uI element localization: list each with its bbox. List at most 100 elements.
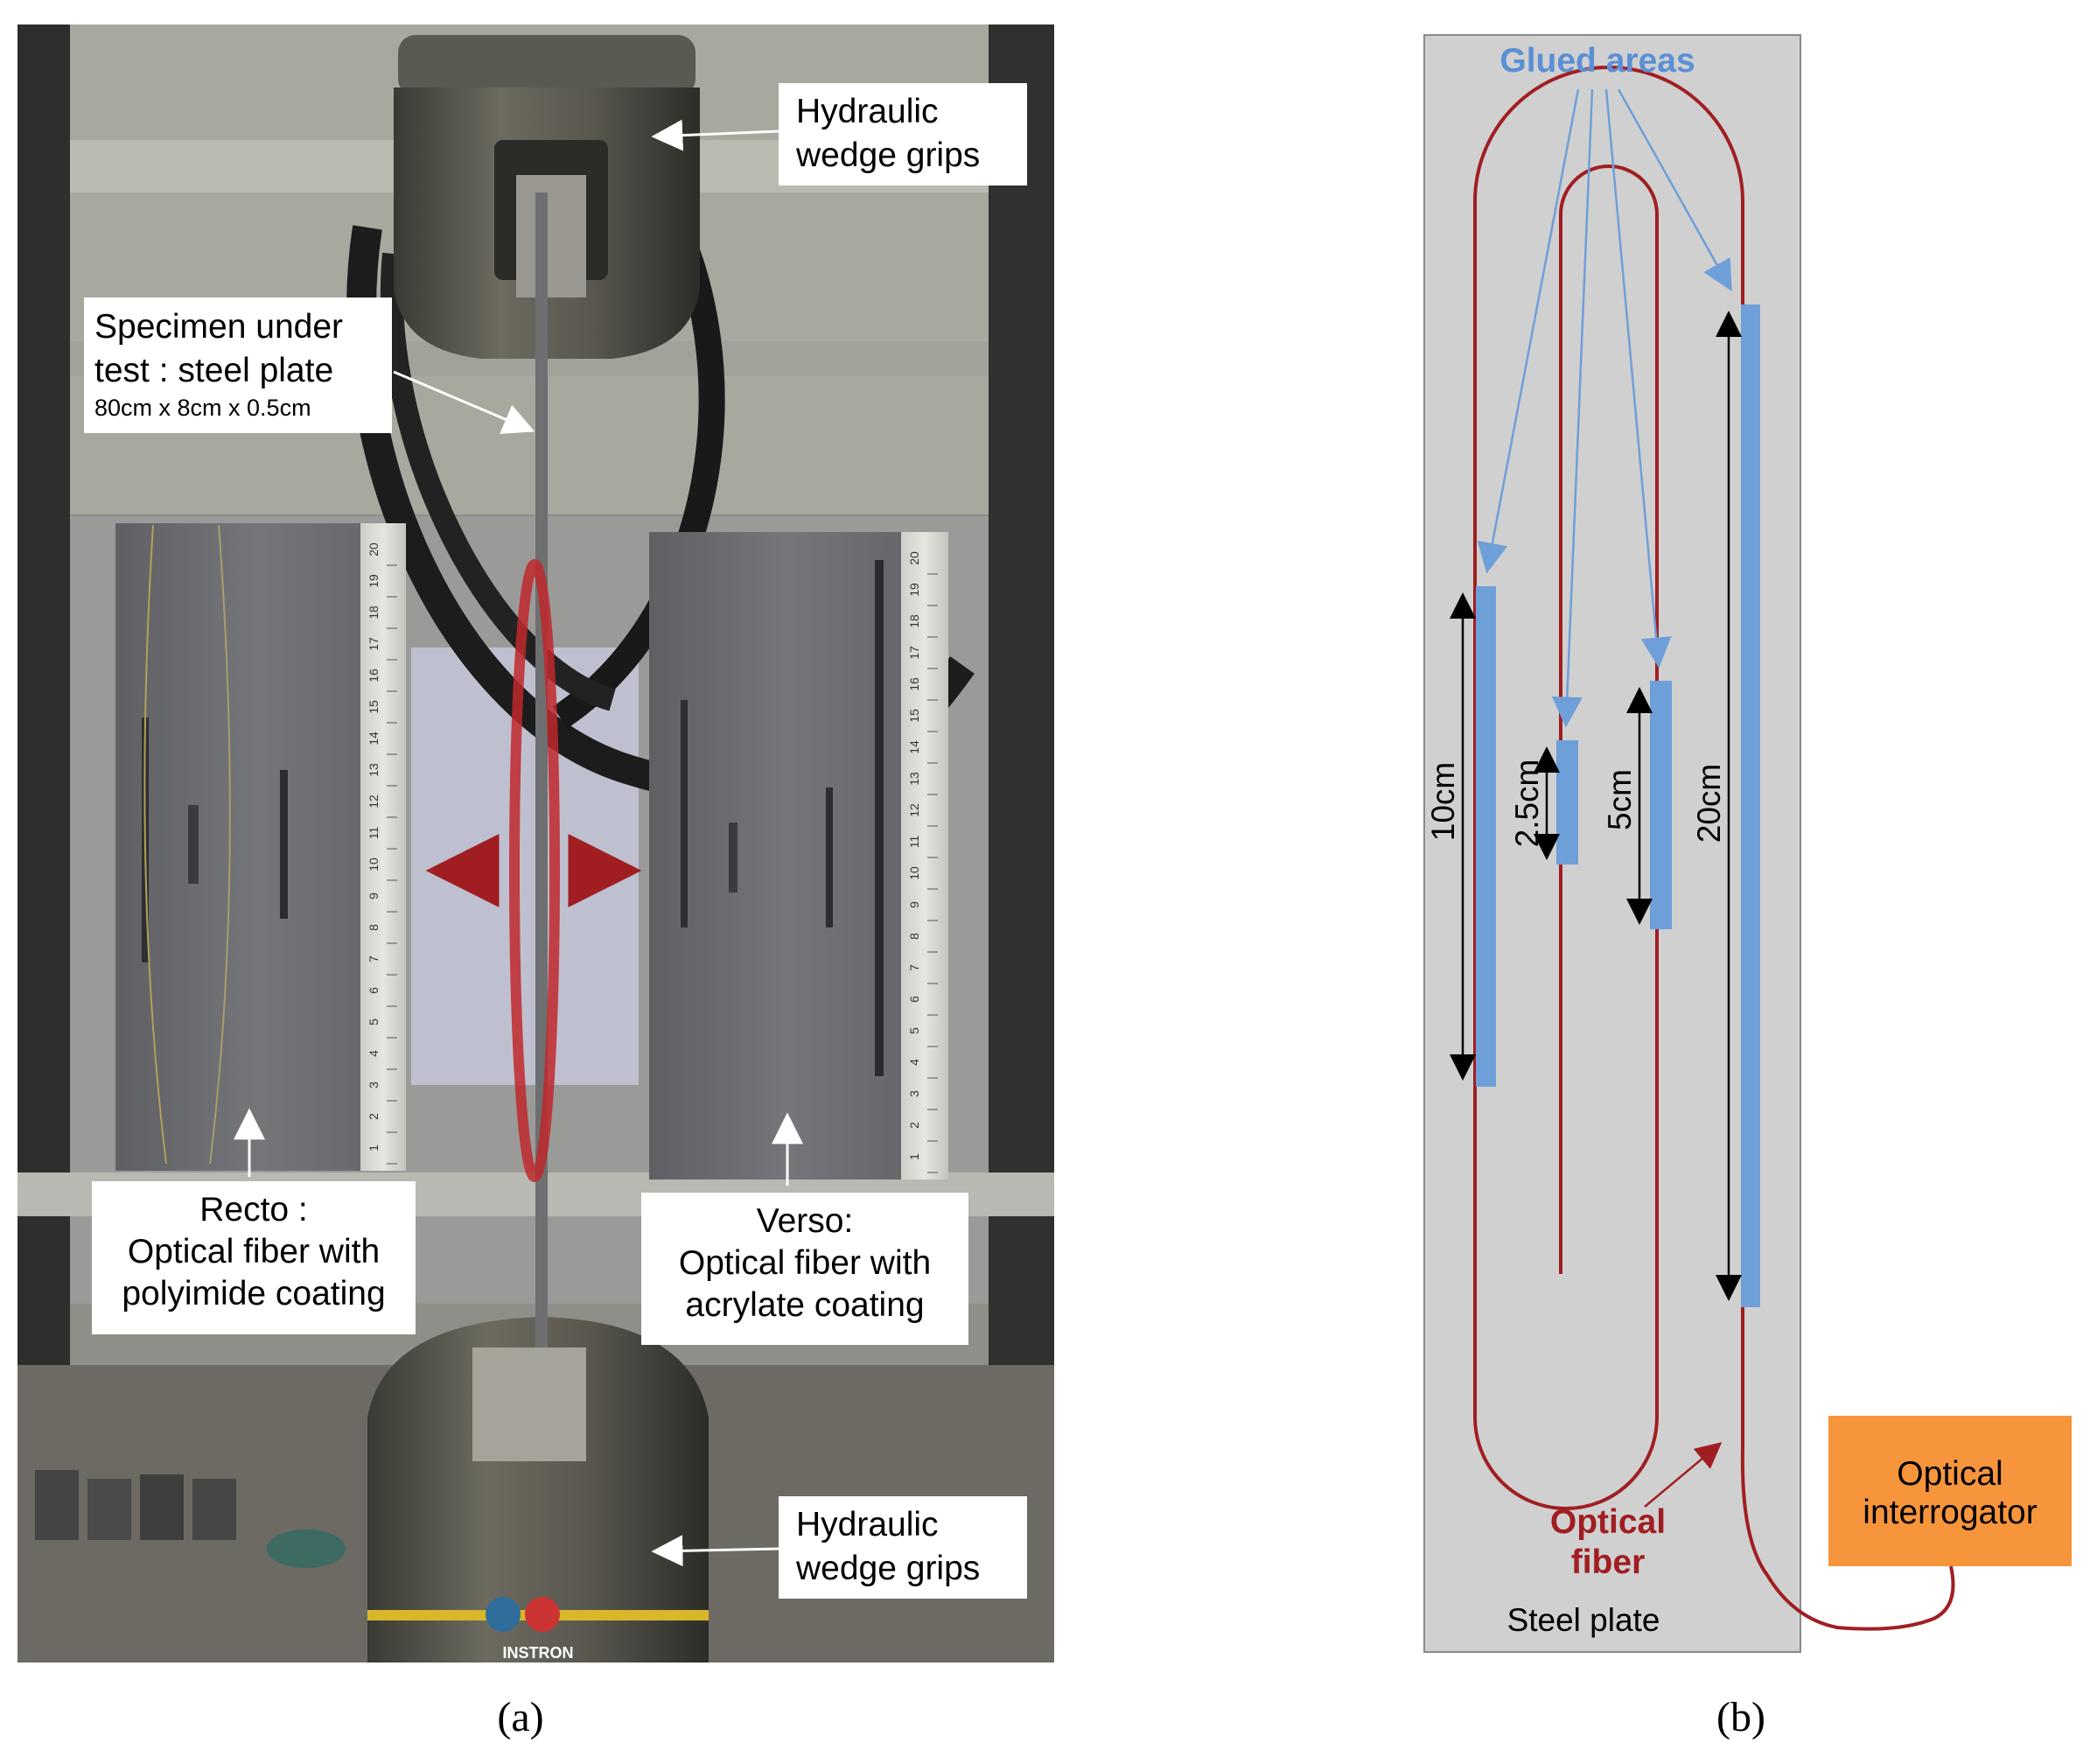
glued-areas-arrow <box>1477 88 1580 574</box>
dimension-label-2-5cm: 2.5cm <box>1509 760 1545 848</box>
callout-text: Optical fiber with <box>128 1233 380 1270</box>
dimension-label-5cm: 5cm <box>1602 769 1638 830</box>
optical-fiber-pointer <box>1644 1442 1723 1508</box>
ruler-number: 18 <box>907 614 921 628</box>
ruler-number: 12 <box>907 803 921 817</box>
ruler-number: 11 <box>907 836 921 849</box>
ruler-number: 11 <box>367 827 381 840</box>
callout-text: Optical fiber with <box>679 1244 931 1282</box>
ruler-number: 9 <box>367 892 381 900</box>
ruler-number: 1 <box>367 1144 381 1152</box>
ruler-number: 13 <box>367 763 381 777</box>
ruler-number: 10 <box>367 858 381 872</box>
ruler-number: 14 <box>367 732 381 746</box>
callout-verso: Verso: Optical fiber with acrylate coating <box>641 1193 968 1345</box>
ruler-number: 13 <box>907 772 921 786</box>
ruler-number: 14 <box>907 740 921 754</box>
callout-top-grips: Hydraulic wedge grips <box>779 83 1027 186</box>
ruler-number: 15 <box>907 709 921 723</box>
callout-text: wedge grips <box>795 136 980 174</box>
glued-area-10cm <box>1476 586 1496 1087</box>
bottom-hydraulic-grip: INSTRON <box>367 1317 709 1662</box>
ruler-number: 16 <box>907 677 921 691</box>
optical-fiber-lead <box>1740 1448 1955 1631</box>
ruler-number: 5 <box>907 1027 921 1034</box>
hydraulic-hose <box>380 252 616 711</box>
ruler-number: 3 <box>367 1082 381 1088</box>
ruler-number: 6 <box>907 996 921 1003</box>
callout-text: acrylate coating <box>685 1286 924 1324</box>
ruler-number: 4 <box>907 1059 921 1066</box>
caption-b: (b) <box>1716 1694 1765 1740</box>
callout-text: Specimen under <box>94 308 343 346</box>
glued-area-20cm <box>1741 304 1760 1307</box>
ruler-number: 20 <box>907 551 921 565</box>
verso-ruler <box>901 532 948 1180</box>
callout-text: Hydraulic <box>796 1506 939 1544</box>
optical-interrogator-box <box>1828 1416 2072 1566</box>
workbench-tools <box>35 1470 346 1568</box>
steel-specimen <box>535 192 548 1348</box>
ruler-number: 4 <box>367 1050 381 1057</box>
callout-bottom-grips: Hydraulic wedge grips <box>779 1496 1027 1599</box>
glued-area-2-5cm <box>1556 740 1578 864</box>
recto-ruler <box>360 523 406 1171</box>
ruler-number: 16 <box>367 668 381 682</box>
callout-text: Verso: <box>757 1202 854 1240</box>
ruler-number: 17 <box>367 637 381 651</box>
specimen-highlight-ellipse <box>509 559 560 1182</box>
ruler-number: 17 <box>907 646 921 660</box>
ruler-number: 12 <box>367 794 381 808</box>
callout-text: polyimide coating <box>122 1275 385 1312</box>
callout-specimen: Specimen under test : steel plate 80cm x … <box>84 298 392 433</box>
ruler-number: 19 <box>907 583 921 597</box>
specimen-dimensions: 80cm x 8cm x 0.5cm <box>94 395 311 421</box>
dimension-label-20cm: 20cm <box>1691 764 1727 843</box>
ruler-number: 19 <box>367 574 381 588</box>
glued-areas-arrow <box>1604 88 1672 668</box>
ruler-number: 7 <box>907 964 921 971</box>
ruler-number: 6 <box>367 987 381 994</box>
panel-a: INSTRON 1234567891011121314151617181920 … <box>17 24 1054 1740</box>
ruler-number: 8 <box>367 924 381 931</box>
ruler-number: 8 <box>907 933 921 940</box>
glued-areas-arrow <box>1551 88 1594 728</box>
optical-interrogator-label: Optical <box>1897 1455 2003 1493</box>
ruler-number: 9 <box>907 901 921 908</box>
pointer-bottom-grips <box>651 1535 779 1567</box>
glued-areas-label: Glued areas <box>1499 42 1695 80</box>
instron-logo: INSTRON <box>503 1644 574 1662</box>
optical-fiber-label: fiber <box>1571 1544 1646 1581</box>
optical-interrogator-label: interrogator <box>1863 1494 2037 1531</box>
ruler-number: 15 <box>367 700 381 714</box>
steel-plate-label: Steel plate <box>1507 1602 1660 1638</box>
ruler-number: 20 <box>367 542 381 556</box>
callout-text: wedge grips <box>795 1550 980 1587</box>
callout-text: Recto : <box>199 1191 308 1228</box>
ruler-number: 7 <box>367 956 381 962</box>
caption-a: (a) <box>497 1694 543 1740</box>
ruler-number: 1 <box>907 1153 921 1160</box>
ruler-number: 5 <box>367 1018 381 1026</box>
ruler-number: 10 <box>907 866 921 880</box>
callout-text: test : steel plate <box>94 352 333 389</box>
optical-fiber-label: Optical <box>1550 1503 1666 1541</box>
callout-text: Hydraulic <box>796 93 939 130</box>
ruler-number: 2 <box>907 1122 921 1129</box>
pointer-specimen <box>393 370 535 434</box>
callout-recto: Recto : Optical fiber with polyimide coati… <box>92 1181 416 1334</box>
glued-area-5cm <box>1650 681 1672 929</box>
dimension-label-10cm: 10cm <box>1425 762 1461 841</box>
